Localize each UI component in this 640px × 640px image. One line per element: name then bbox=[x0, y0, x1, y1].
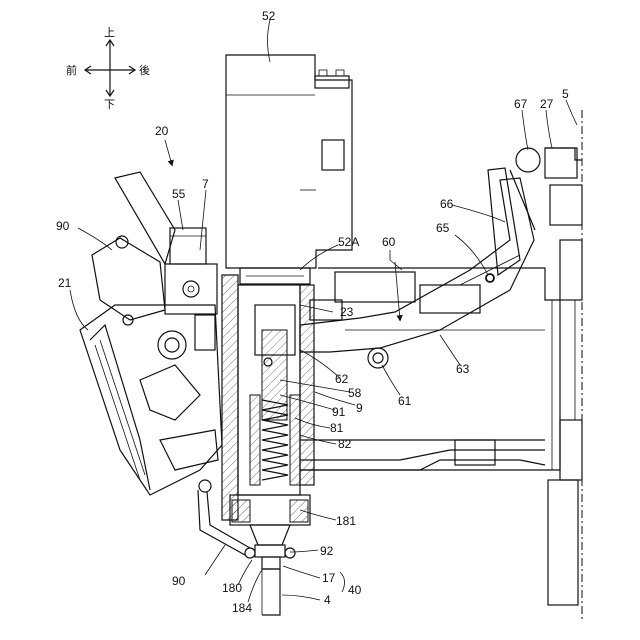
label-62: 62 bbox=[335, 372, 349, 386]
label-52A: 52A bbox=[338, 235, 359, 249]
label-181: 181 bbox=[336, 514, 356, 528]
label-27: 27 bbox=[540, 97, 554, 111]
label-61: 61 bbox=[398, 394, 412, 408]
label-65: 65 bbox=[436, 221, 450, 235]
label-81: 81 bbox=[330, 421, 344, 435]
label-9: 9 bbox=[356, 401, 363, 415]
label-4: 4 bbox=[324, 593, 331, 607]
label-184: 184 bbox=[232, 601, 252, 615]
label-58: 58 bbox=[348, 386, 362, 400]
label-67: 67 bbox=[514, 97, 528, 111]
label-82: 82 bbox=[338, 437, 352, 451]
label-92: 92 bbox=[320, 544, 334, 558]
label-90-top: 90 bbox=[56, 219, 70, 233]
label-63: 63 bbox=[456, 362, 470, 376]
label-7: 7 bbox=[202, 177, 209, 191]
label-20: 20 bbox=[155, 124, 169, 138]
label-17: 17 bbox=[322, 571, 336, 585]
dir-up: 上 bbox=[104, 26, 115, 39]
label-52: 52 bbox=[262, 9, 276, 23]
label-5: 5 bbox=[562, 87, 569, 101]
lever-60 bbox=[300, 148, 540, 368]
label-180: 180 bbox=[222, 581, 242, 595]
dir-back: 後 bbox=[139, 63, 150, 77]
frame-5 bbox=[545, 110, 582, 620]
label-40: 40 bbox=[348, 583, 362, 597]
cylinder-assembly bbox=[222, 275, 314, 615]
dir-front: 前 bbox=[66, 63, 77, 77]
label-60: 60 bbox=[382, 235, 396, 249]
direction-indicator: 上 下 前 後 bbox=[66, 26, 150, 111]
label-66: 66 bbox=[440, 197, 454, 211]
label-90-bottom: 90 bbox=[172, 574, 186, 588]
motor-unit-52 bbox=[226, 55, 352, 284]
label-21: 21 bbox=[58, 276, 72, 290]
label-91: 91 bbox=[332, 405, 346, 419]
leader-lines bbox=[70, 20, 577, 602]
dir-down: 下 bbox=[104, 98, 115, 111]
label-55: 55 bbox=[172, 187, 186, 201]
label-23: 23 bbox=[340, 305, 354, 319]
